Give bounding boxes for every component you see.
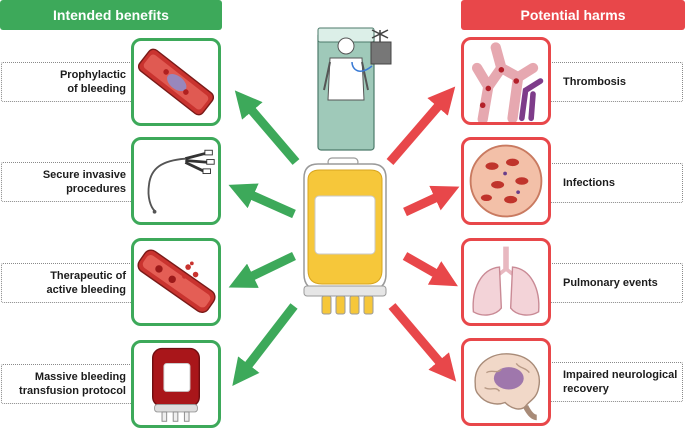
lungs-icon <box>461 238 551 326</box>
red-blood-bag-icon <box>131 340 221 428</box>
brain-icon <box>461 338 551 426</box>
catheter-icon <box>131 137 221 225</box>
thrombosis-vessel-icon <box>461 37 551 125</box>
bleeding-vessel-icon <box>131 238 221 326</box>
harm-label-pulmonary: Pulmonary events <box>540 263 683 303</box>
harm-label-infections: Infections <box>540 163 683 203</box>
arrow-to-secure-invasive <box>228 183 296 219</box>
potential-harms-header: Potential harms <box>461 0 685 30</box>
arrow-to-therapeutic <box>228 251 296 288</box>
patient-in-bed-icon <box>317 27 392 151</box>
arrow-to-thrombosis <box>386 86 456 165</box>
harm-label-thrombosis: Thrombosis <box>540 62 683 102</box>
arrow-to-infections <box>403 185 460 217</box>
arrow-to-prophylactic <box>234 90 300 165</box>
infected-blood-icon <box>461 137 551 225</box>
arrow-to-pulmonary <box>402 252 458 287</box>
arrow-to-massive-bleeding <box>232 303 298 386</box>
plasma-bag-icon <box>303 157 387 315</box>
blood-vessel-clot-icon <box>131 38 221 126</box>
arrow-to-neurological <box>388 303 457 382</box>
intended-benefits-header: Intended benefits <box>0 0 222 30</box>
